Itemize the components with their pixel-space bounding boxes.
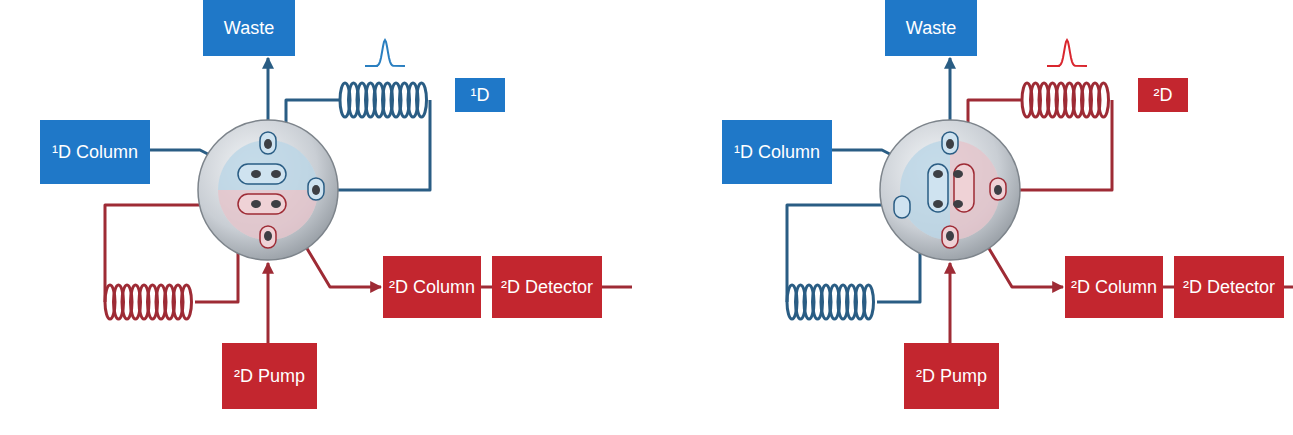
component-box: ²D [1138, 78, 1188, 112]
component-box: ¹D Column [40, 120, 150, 184]
sample-loop [787, 285, 874, 319]
component-box: ²D Pump [222, 343, 317, 409]
box-label: ²D Column [389, 277, 475, 298]
component-box: Waste [203, 0, 295, 56]
box-label: ²D Pump [916, 366, 987, 387]
sample-loop [1022, 83, 1109, 117]
box-label: Waste [224, 18, 274, 39]
sample-loop [340, 83, 427, 117]
tubing [1284, 286, 1293, 289]
box-label: ¹D [471, 85, 490, 106]
box-label: ²D Detector [1183, 277, 1275, 298]
box-label: Waste [906, 18, 956, 39]
component-box: Waste [885, 0, 977, 56]
box-label: ¹D Column [734, 142, 820, 163]
component-box: ¹D [455, 78, 505, 112]
peak-icon [365, 40, 405, 66]
tube-connector [481, 286, 492, 289]
box-label: ²D Column [1071, 277, 1157, 298]
component-box: ²D Column [383, 256, 481, 318]
box-label: ¹D Column [52, 142, 138, 163]
switching-valve [880, 120, 1020, 260]
tube-connector [1163, 286, 1174, 289]
peak-icon [1047, 40, 1087, 66]
box-label: ²D [1154, 85, 1173, 106]
switching-valve [198, 120, 338, 260]
box-label: ²D Detector [501, 277, 593, 298]
tubing [267, 58, 270, 130]
tubing [949, 263, 952, 343]
sample-loop [105, 285, 192, 319]
tubing [949, 58, 952, 130]
box-label: ²D Pump [234, 366, 305, 387]
tubing [267, 263, 270, 343]
component-box: ¹D Column [722, 120, 832, 184]
component-box: ²D Detector [1174, 256, 1284, 318]
tubing [602, 286, 632, 289]
component-box: ²D Detector [492, 256, 602, 318]
component-box: ²D Pump [904, 343, 999, 409]
component-box: ²D Column [1065, 256, 1163, 318]
